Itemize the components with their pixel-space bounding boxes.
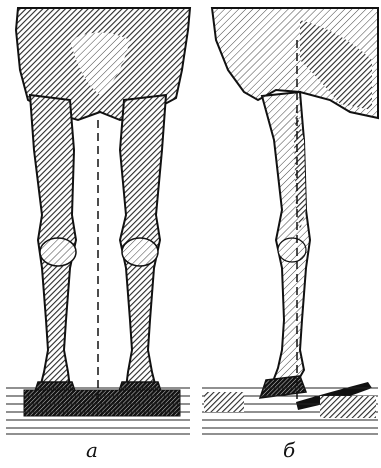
panel-a-front-view — [6, 8, 190, 434]
panel-label-a: а — [86, 440, 98, 460]
panel-label-b: б — [283, 440, 295, 460]
panel-b-side-view — [202, 8, 378, 434]
side-hoof — [260, 376, 306, 398]
